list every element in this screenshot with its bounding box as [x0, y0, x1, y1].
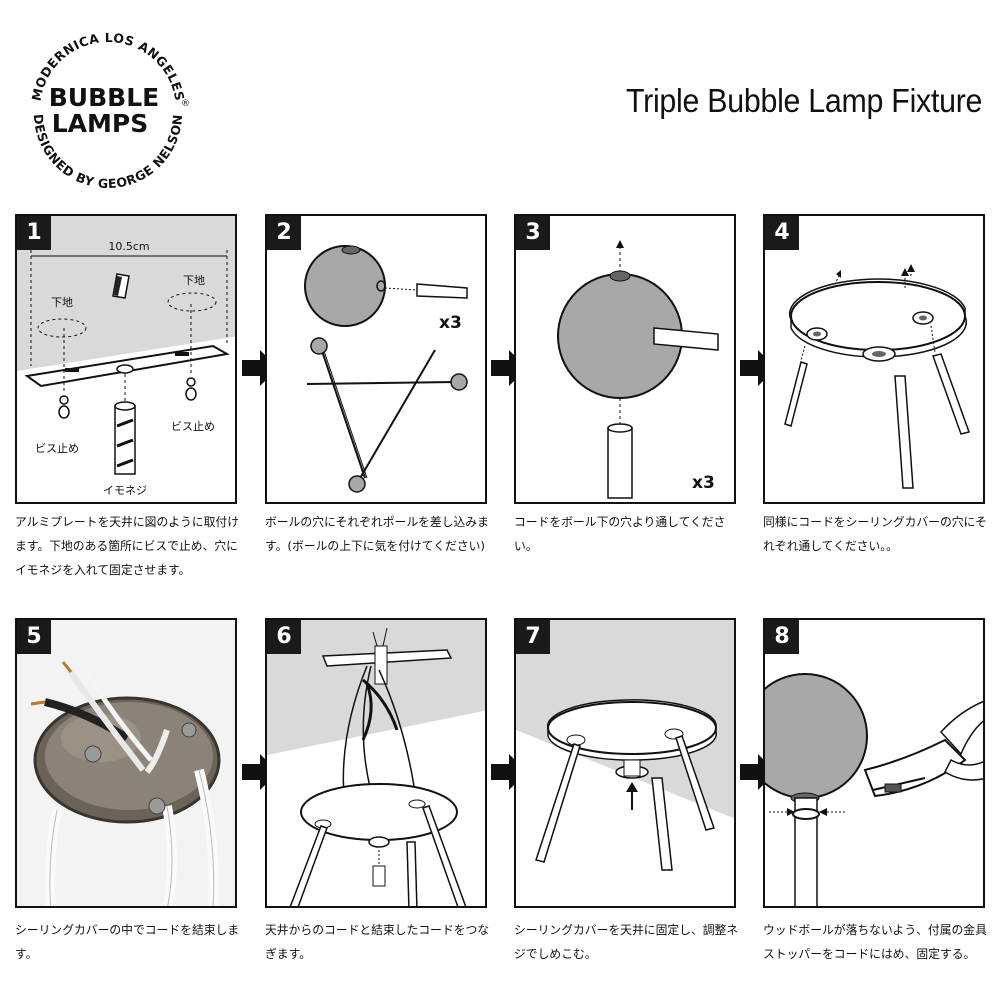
step-5-panel: 5: [15, 618, 237, 908]
step-2-panel: x3 2: [265, 214, 487, 504]
step-4-illustration: [784, 264, 970, 489]
step-number: 7: [516, 620, 550, 654]
step-1-panel: 10.5cm 下地 下地 ビス止め ビス止め イモネジ 1: [15, 214, 237, 504]
step-3-caption: コードをボール下の穴より通してください。: [514, 515, 726, 553]
bubble-lamps-logo: MODERNICA LOS ANGELES DESIGNED BY GEORGE…: [28, 30, 190, 191]
step-4-caption: 同様にコードをシーリングカバーの穴にそれぞれ通してください。。: [763, 515, 987, 553]
svg-text:BUBBLE: BUBBLE: [49, 83, 159, 112]
step-number: 1: [17, 216, 51, 250]
page-title: Triple Bubble Lamp Fixture: [625, 82, 982, 119]
step-number: 4: [765, 216, 799, 250]
base-label-left: 下地: [51, 296, 73, 309]
step-1-caption: アルミプレートを天井に図のように取付けます。下地のある箇所にビスで止め、穴にイモ…: [15, 515, 240, 577]
step-8-panel: 8: [763, 618, 985, 908]
step-number: 3: [516, 216, 550, 250]
step-6-illustration: [267, 620, 485, 906]
step-3-illustration: x3: [557, 240, 719, 499]
step-6-panel: 6: [265, 618, 487, 908]
step-4-panel: 4: [763, 214, 985, 504]
step-3-panel: x3 3: [514, 214, 736, 504]
step-7-illustration: [516, 620, 734, 871]
step-7-panel: 7: [514, 618, 736, 908]
step-number: 8: [765, 620, 799, 654]
step-1-illustration: 10.5cm 下地 下地 ビス止め ビス止め イモネジ: [17, 216, 235, 497]
step-number: 5: [17, 620, 51, 654]
step-5-photo: [17, 620, 235, 906]
step-7-caption: シーリングカバーを天井に固定し、調整ネジでしめこむ。: [514, 923, 739, 961]
step-number: 6: [267, 620, 301, 654]
svg-text:LAMPS: LAMPS: [52, 109, 148, 138]
screw-label-right: ビス止め: [171, 420, 215, 433]
step-6-caption: 天井からのコードと結束したコードをつなぎます。: [265, 923, 490, 961]
step-8-illustration: [765, 673, 983, 906]
step-5-caption: シーリングカバーの中でコードを結束します。: [15, 923, 240, 961]
base-label-right: 下地: [183, 274, 205, 287]
multiplier-label: x3: [439, 313, 462, 333]
multiplier-label: x3: [692, 473, 715, 493]
step-number: 2: [267, 216, 301, 250]
step-2-caption: ボールの穴にそれぞれポールを差し込みます。(ボールの上下に気を付けてください): [265, 515, 489, 553]
svg-text:®: ®: [181, 99, 190, 109]
step-2-illustration: x3: [304, 245, 468, 493]
step-8-caption: ウッドボールが落ちないよう、付属の金具ストッパーをコードにはめ、固定する。: [763, 923, 987, 961]
screw-label-left: ビス止め: [35, 442, 79, 455]
width-label: 10.5cm: [108, 240, 149, 253]
set-screw-label: イモネジ: [103, 484, 147, 497]
